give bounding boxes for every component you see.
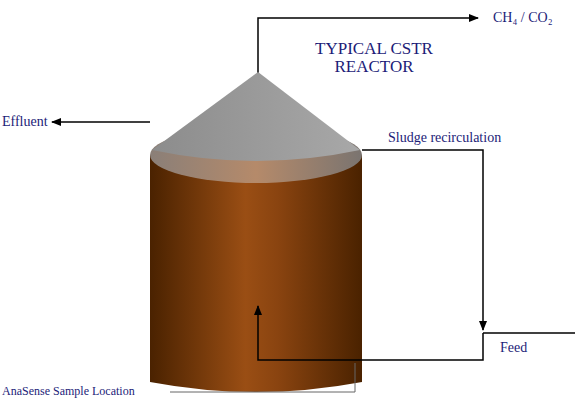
- tank-body: [150, 155, 362, 392]
- diagram-title: TYPICAL CSTR REACTOR: [309, 40, 439, 76]
- inlet-pipe: [258, 306, 483, 360]
- leader-line: [170, 363, 355, 392]
- sample-label: AnaSense Sample Location: [2, 385, 135, 398]
- gas-label: CH₄ / CO₂: [493, 10, 553, 25]
- stream-label: Sludge recirculation: [388, 130, 501, 145]
- recirculation-pipe: [362, 150, 483, 330]
- stream-label: Feed: [500, 340, 527, 355]
- tank-cone: [152, 72, 360, 161]
- effluent-pipe: [52, 121, 150, 123]
- stream-label: Effluent: [2, 114, 48, 129]
- feed-pipe: [483, 332, 575, 334]
